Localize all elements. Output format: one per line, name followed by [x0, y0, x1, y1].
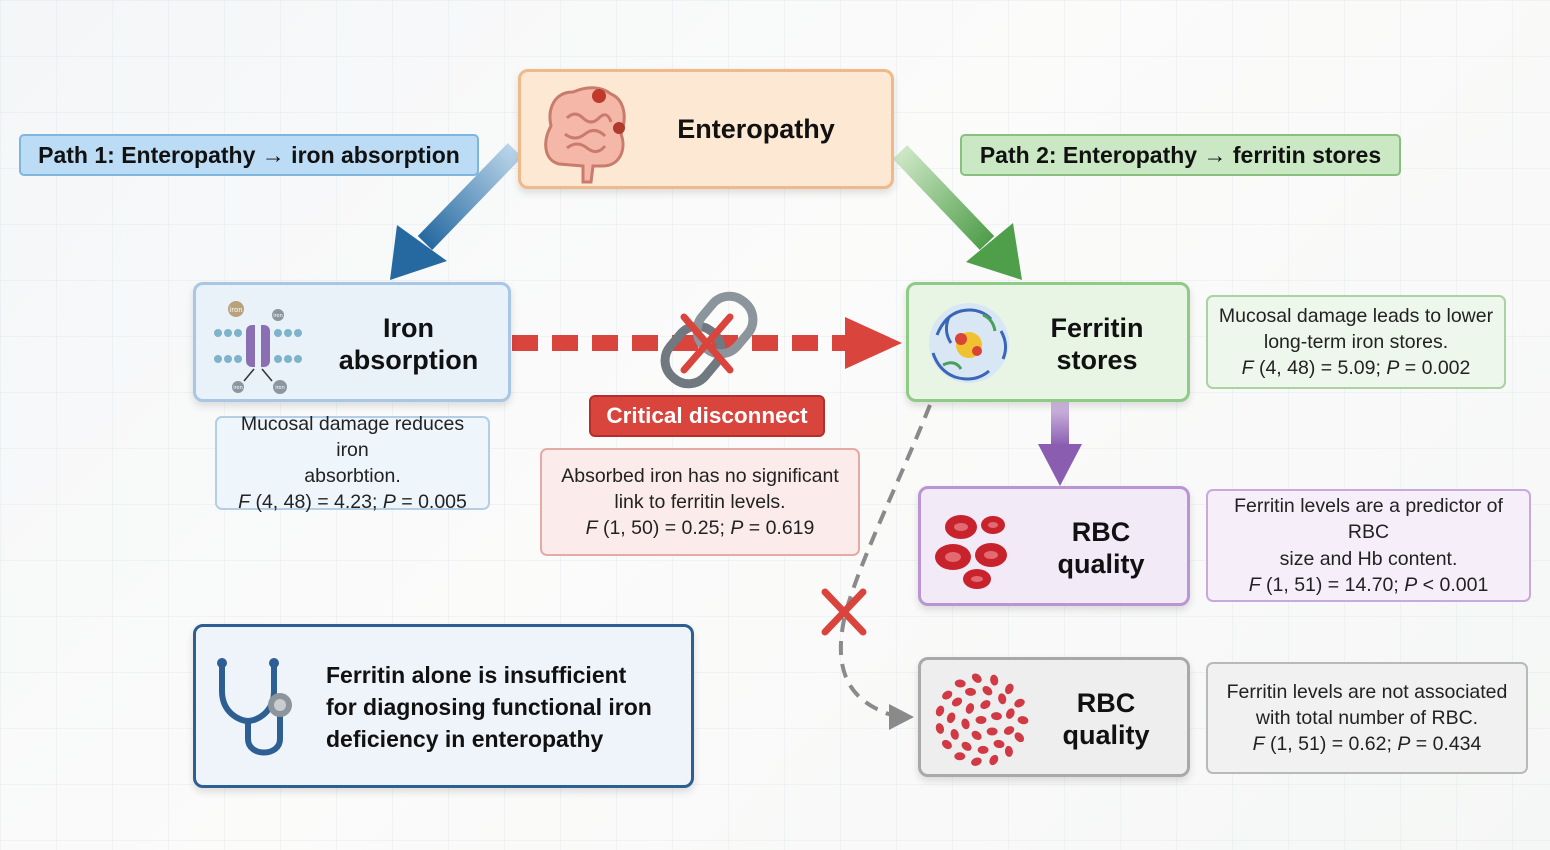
small-rbc-cell [977, 745, 989, 754]
rbc-quality-title-predictor: RBC quality [1057, 517, 1145, 579]
small-rbc-cell [982, 685, 993, 696]
small-rbc-cell [951, 697, 963, 707]
iron-absorption-title: Iron absorption [338, 313, 479, 375]
small-rbc-cell [954, 752, 966, 761]
conclusion-box: Ferritin alone is insufficient for diagn… [193, 624, 694, 788]
path1-arrow [390, 143, 523, 280]
broken-chain-icon [660, 291, 758, 389]
small-rbc-cell [935, 723, 945, 734]
small-rbc-cell [989, 754, 999, 766]
enteropathy-node: Enteropathy [518, 69, 894, 189]
small-rbc-cell [1004, 683, 1014, 695]
small-rbc-cell [1005, 708, 1015, 719]
small-rbc-cell [993, 739, 1005, 749]
ferritin-stores-title: Ferritin stores [1050, 313, 1144, 375]
no-association-x-icon [821, 588, 867, 636]
small-rbc-cell [1004, 745, 1013, 757]
path2-label: Path 2: Enteropathy → ferritin stores [960, 134, 1401, 176]
svg-text:iron: iron [275, 385, 285, 391]
small-rbc-cell [941, 739, 952, 750]
note-critical-disconnect: Absorbed iron has no significant link to… [540, 448, 860, 556]
small-rbc-cell [998, 693, 1007, 705]
small-rbc-cell [986, 727, 998, 736]
small-rbc-cell [954, 679, 966, 688]
small-rbc-cell [975, 716, 987, 724]
small-rbc-cell [1014, 698, 1025, 708]
note-ferritin-stores: Mucosal damage leads to lower long-term … [1206, 295, 1506, 389]
red-blood-cells-icon [935, 515, 1007, 589]
enteropathy-title: Enteropathy [677, 114, 835, 144]
svg-text:iron: iron [273, 313, 283, 319]
small-rbc-cell [961, 718, 970, 730]
small-rbc-cell [946, 712, 956, 724]
ferritin-protein-icon [929, 303, 1009, 383]
critical-disconnect-badge: Critical disconnect [589, 395, 825, 437]
small-rbc-cell [991, 712, 1002, 721]
small-rbc-cell [935, 705, 945, 717]
small-rbc-cell [961, 741, 972, 751]
conclusion-text: Ferritin alone is insufficient for diagn… [326, 662, 652, 753]
svg-text:iron: iron [233, 385, 243, 391]
rbc-quality-node-count: RBC quality [918, 657, 1190, 777]
rbc-count-icon [935, 673, 1029, 766]
ferritin-to-rbc-arrow [1038, 402, 1082, 486]
svg-text:iron: iron [229, 306, 242, 314]
small-rbc-cell [990, 674, 999, 686]
path1-label: Path 1: Enteropathy → iron absorption [19, 134, 479, 176]
note-rbc-predictor: Ferritin levels are a predictor of RBC s… [1206, 489, 1531, 602]
small-rbc-cell [950, 728, 959, 740]
small-rbc-cell [1003, 726, 1015, 735]
small-rbc-cell [942, 690, 953, 700]
small-rbc-cell [980, 700, 991, 710]
rbc-quality-title-count: RBC quality [1062, 688, 1150, 750]
stethoscope-icon [217, 658, 292, 756]
small-rbc-cell [971, 757, 982, 766]
intestine-icon [544, 86, 626, 184]
note-rbc-count: Ferritin levels are not associated with … [1206, 662, 1528, 774]
iron-absorption-node: iron iron iron iron Iron absorption [193, 282, 511, 402]
ion-channel-icon: iron iron iron iron [214, 301, 302, 394]
small-rbc-cell [971, 673, 982, 683]
small-rbc-cell [965, 703, 975, 714]
small-rbc-cell [971, 730, 982, 741]
small-rbc-cell [965, 687, 976, 696]
path2-arrow [892, 145, 1022, 280]
rbc-quality-node-predictor: RBC quality [918, 486, 1190, 606]
small-rbc-cell [1014, 732, 1025, 743]
ferritin-stores-node: Ferritin stores [906, 282, 1190, 402]
note-iron-absorption: Mucosal damage reduces iron absorbtion. … [215, 413, 490, 513]
small-rbc-cell [1017, 716, 1029, 725]
disconnect-arrow [512, 317, 902, 369]
